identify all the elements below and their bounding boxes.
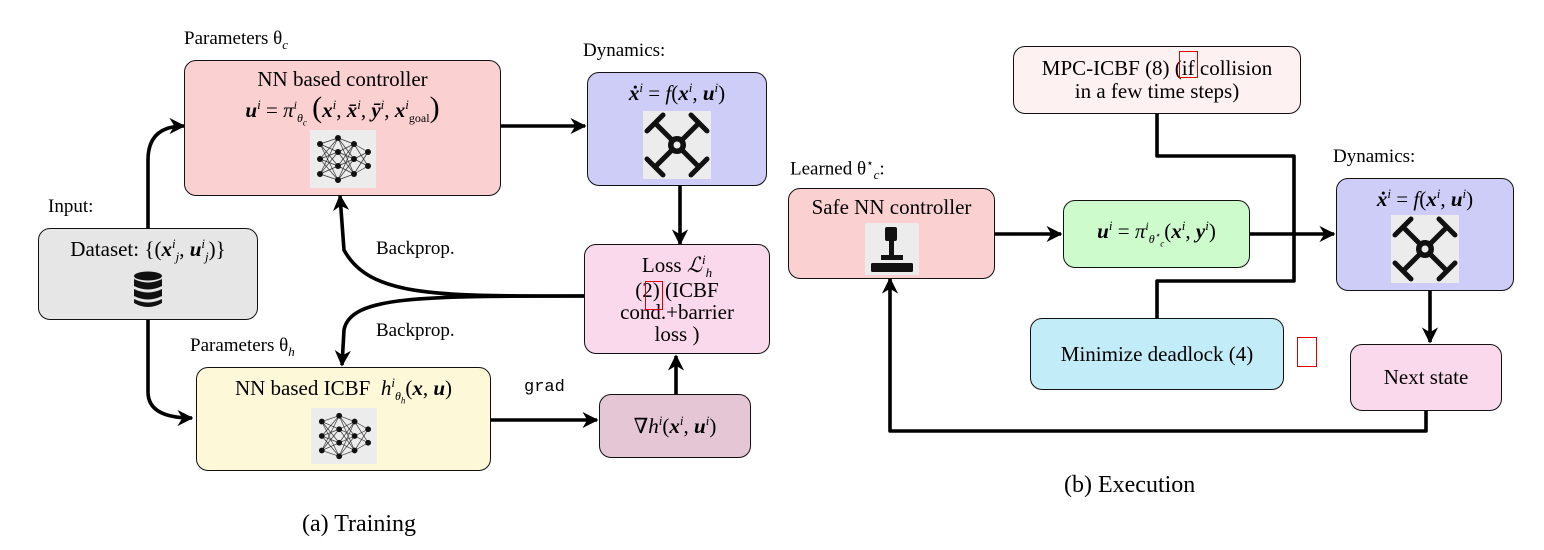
controller-title: NN based controller xyxy=(257,67,428,91)
safe-controller-title: Safe NN controller xyxy=(811,195,972,219)
backprop-label-top: Backprop. xyxy=(376,238,455,259)
dynamics-box-training: ẋi = f(xi, ui) xyxy=(587,72,767,186)
policy-box: ui = πiθ⋆c(xi, yi) xyxy=(1063,200,1250,268)
caption-execution: (b) Execution xyxy=(1064,472,1196,498)
deadlock-label: Minimize deadlock (4) xyxy=(1060,341,1254,366)
loss-title: Loss ℒih xyxy=(641,251,713,280)
highlight-marker xyxy=(1179,51,1198,78)
neural-network-icon xyxy=(309,130,376,189)
learned-label: Learned θ⋆c: xyxy=(790,156,885,183)
loss-line-2: (2) (ICBF xyxy=(635,278,719,303)
policy-equation: ui = πiθ⋆c(xi, yi) xyxy=(1097,218,1216,249)
dataset-box: Dataset: {(xij, uij)} xyxy=(38,228,258,320)
nn-icbf-box: NN based ICBF hiθh(x, u) xyxy=(196,367,491,471)
grad-label: grad xyxy=(524,378,565,397)
caption-training: (a) Training xyxy=(302,511,416,537)
arrow-dataset-to-controller xyxy=(146,117,186,228)
arrow-dataset-to-icbf xyxy=(146,320,194,427)
grad-box: ∇hi(xi, ui) xyxy=(599,394,751,458)
dynamics-box-execution: ẋi = f(xi, ui) xyxy=(1336,178,1514,291)
deadlock-box: Minimize deadlock (4) xyxy=(1030,318,1284,390)
next-state-box: Next state xyxy=(1350,344,1502,411)
loss-line-3: cond.+barrier xyxy=(620,300,734,325)
mpc-line-1: MPC-ICBF (8) (if collision xyxy=(1041,55,1273,80)
neural-network-icon xyxy=(310,407,377,464)
dynamics-label-training: Dynamics: xyxy=(583,40,666,61)
grad-expression: ∇hi(xi, ui) xyxy=(633,412,717,438)
icbf-title: NN based ICBF hiθh(x, u) xyxy=(234,375,453,406)
highlight-marker xyxy=(645,281,663,310)
mpc-icbf-box: MPC-ICBF (8) (if collision in a few time… xyxy=(1013,46,1301,114)
dynamics-label-execution: Dynamics: xyxy=(1333,146,1416,167)
database-icon xyxy=(134,271,162,308)
line-deadlock-to-policy xyxy=(1155,234,1296,318)
dynamics-equation-execution: ẋi = f(xi, ui) xyxy=(1376,186,1474,211)
dynamics-equation-training: ẋi = f(xi, ui) xyxy=(628,80,726,105)
safe-nn-controller-box: Safe NN controller xyxy=(788,188,995,279)
input-label: Input: xyxy=(48,196,94,217)
mpc-line-2: in a few time steps) xyxy=(1074,79,1240,103)
drone-icon xyxy=(1391,215,1459,284)
line-mpc-to-policy xyxy=(1155,114,1296,234)
highlight-marker xyxy=(1297,337,1317,367)
controller-equation: ui = πiθc (xi, x̄i, ȳi, xigoal) xyxy=(245,91,440,128)
dataset-label: Dataset: {(xij, uij)} xyxy=(70,236,226,265)
nn-controller-box: NN based controller ui = πiθc (xi, x̄i, … xyxy=(184,60,501,196)
next-state-label: Next state xyxy=(1383,365,1469,390)
drone-icon xyxy=(643,111,711,180)
params-h-label: Parameters θh xyxy=(190,335,295,359)
params-c-label: Parameters θc xyxy=(184,28,289,52)
joystick-icon xyxy=(864,223,919,276)
arrow-next-to-safe xyxy=(881,277,1428,433)
arrow-loss-backprop-icbf xyxy=(334,294,585,367)
loss-line-4: loss ) xyxy=(654,322,700,347)
backprop-label-bottom: Backprop. xyxy=(376,320,455,341)
loss-box: Loss ℒih (2) (ICBF cond.+barrier loss ) xyxy=(584,244,770,354)
